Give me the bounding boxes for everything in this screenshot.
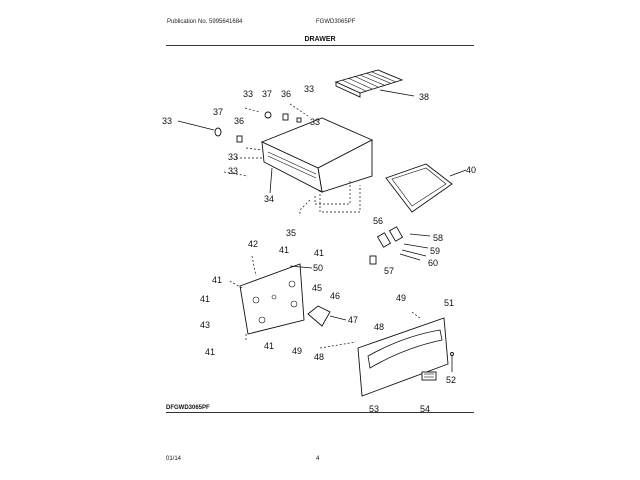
- callout-47: 47: [348, 315, 358, 325]
- callout-36: 36: [234, 116, 244, 126]
- callout-54: 54: [420, 404, 430, 414]
- callout-40: 40: [466, 165, 476, 175]
- callout-41: 41: [200, 294, 210, 304]
- callout-numbers: 33 37 36 33 38 37 33 36 33 33 33 34 40 3…: [162, 84, 476, 414]
- callout-33: 33: [304, 84, 314, 94]
- mounting-dash-lines: [223, 147, 361, 216]
- callout-48: 48: [374, 322, 384, 332]
- callout-41: 41: [212, 275, 222, 285]
- callout-33: 33: [162, 116, 172, 126]
- callout-42: 42: [248, 239, 258, 249]
- diagram-code: DFGWD3065PF: [166, 405, 210, 411]
- callout-33: 33: [310, 117, 320, 127]
- drawer-front-panel: [319, 311, 454, 397]
- callout-57: 57: [384, 266, 394, 276]
- callout-36: 36: [281, 89, 291, 99]
- callout-41: 41: [314, 248, 324, 258]
- callout-58: 58: [433, 233, 443, 243]
- callout-52: 52: [446, 375, 456, 385]
- section-title: DRAWER: [304, 36, 336, 43]
- bottom-divider: [166, 412, 474, 413]
- callout-46: 46: [330, 291, 340, 301]
- callout-48: 48: [314, 352, 324, 362]
- callout-41: 41: [264, 341, 274, 351]
- page-number: 4: [316, 456, 320, 462]
- model-number: FGWD3065PF: [316, 19, 356, 25]
- drawer-hardware-top: [177, 103, 309, 143]
- callout-49: 49: [396, 293, 406, 303]
- callout-41: 41: [205, 347, 215, 357]
- drawer-bracket: [307, 305, 347, 327]
- callout-43: 43: [200, 320, 210, 330]
- callout-56: 56: [373, 216, 383, 226]
- callout-33: 33: [228, 166, 238, 176]
- callout-51: 51: [444, 298, 454, 308]
- callout-49: 49: [292, 346, 302, 356]
- callout-38: 38: [419, 92, 429, 102]
- callout-34: 34: [264, 194, 274, 204]
- callout-45: 45: [312, 283, 322, 293]
- callout-59: 59: [430, 246, 440, 256]
- callout-37: 37: [262, 89, 272, 99]
- callout-41: 41: [279, 245, 289, 255]
- callout-35: 35: [286, 228, 296, 238]
- callout-37: 37: [213, 107, 223, 117]
- revision-date: 01/14: [166, 456, 182, 462]
- callout-33: 33: [228, 152, 238, 162]
- callout-53: 53: [369, 404, 379, 414]
- drawer-rack: [334, 69, 415, 98]
- glide-clips: [369, 226, 431, 265]
- drawer-body: [260, 117, 374, 194]
- top-divider: [166, 45, 474, 46]
- callout-50: 50: [313, 263, 323, 273]
- drawer-gasket: [385, 163, 467, 213]
- publication-number: Publication No. 5995641684: [167, 19, 243, 25]
- callout-60: 60: [428, 258, 438, 268]
- callout-33: 33: [243, 89, 253, 99]
- inner-drawer-panel: [227, 255, 313, 342]
